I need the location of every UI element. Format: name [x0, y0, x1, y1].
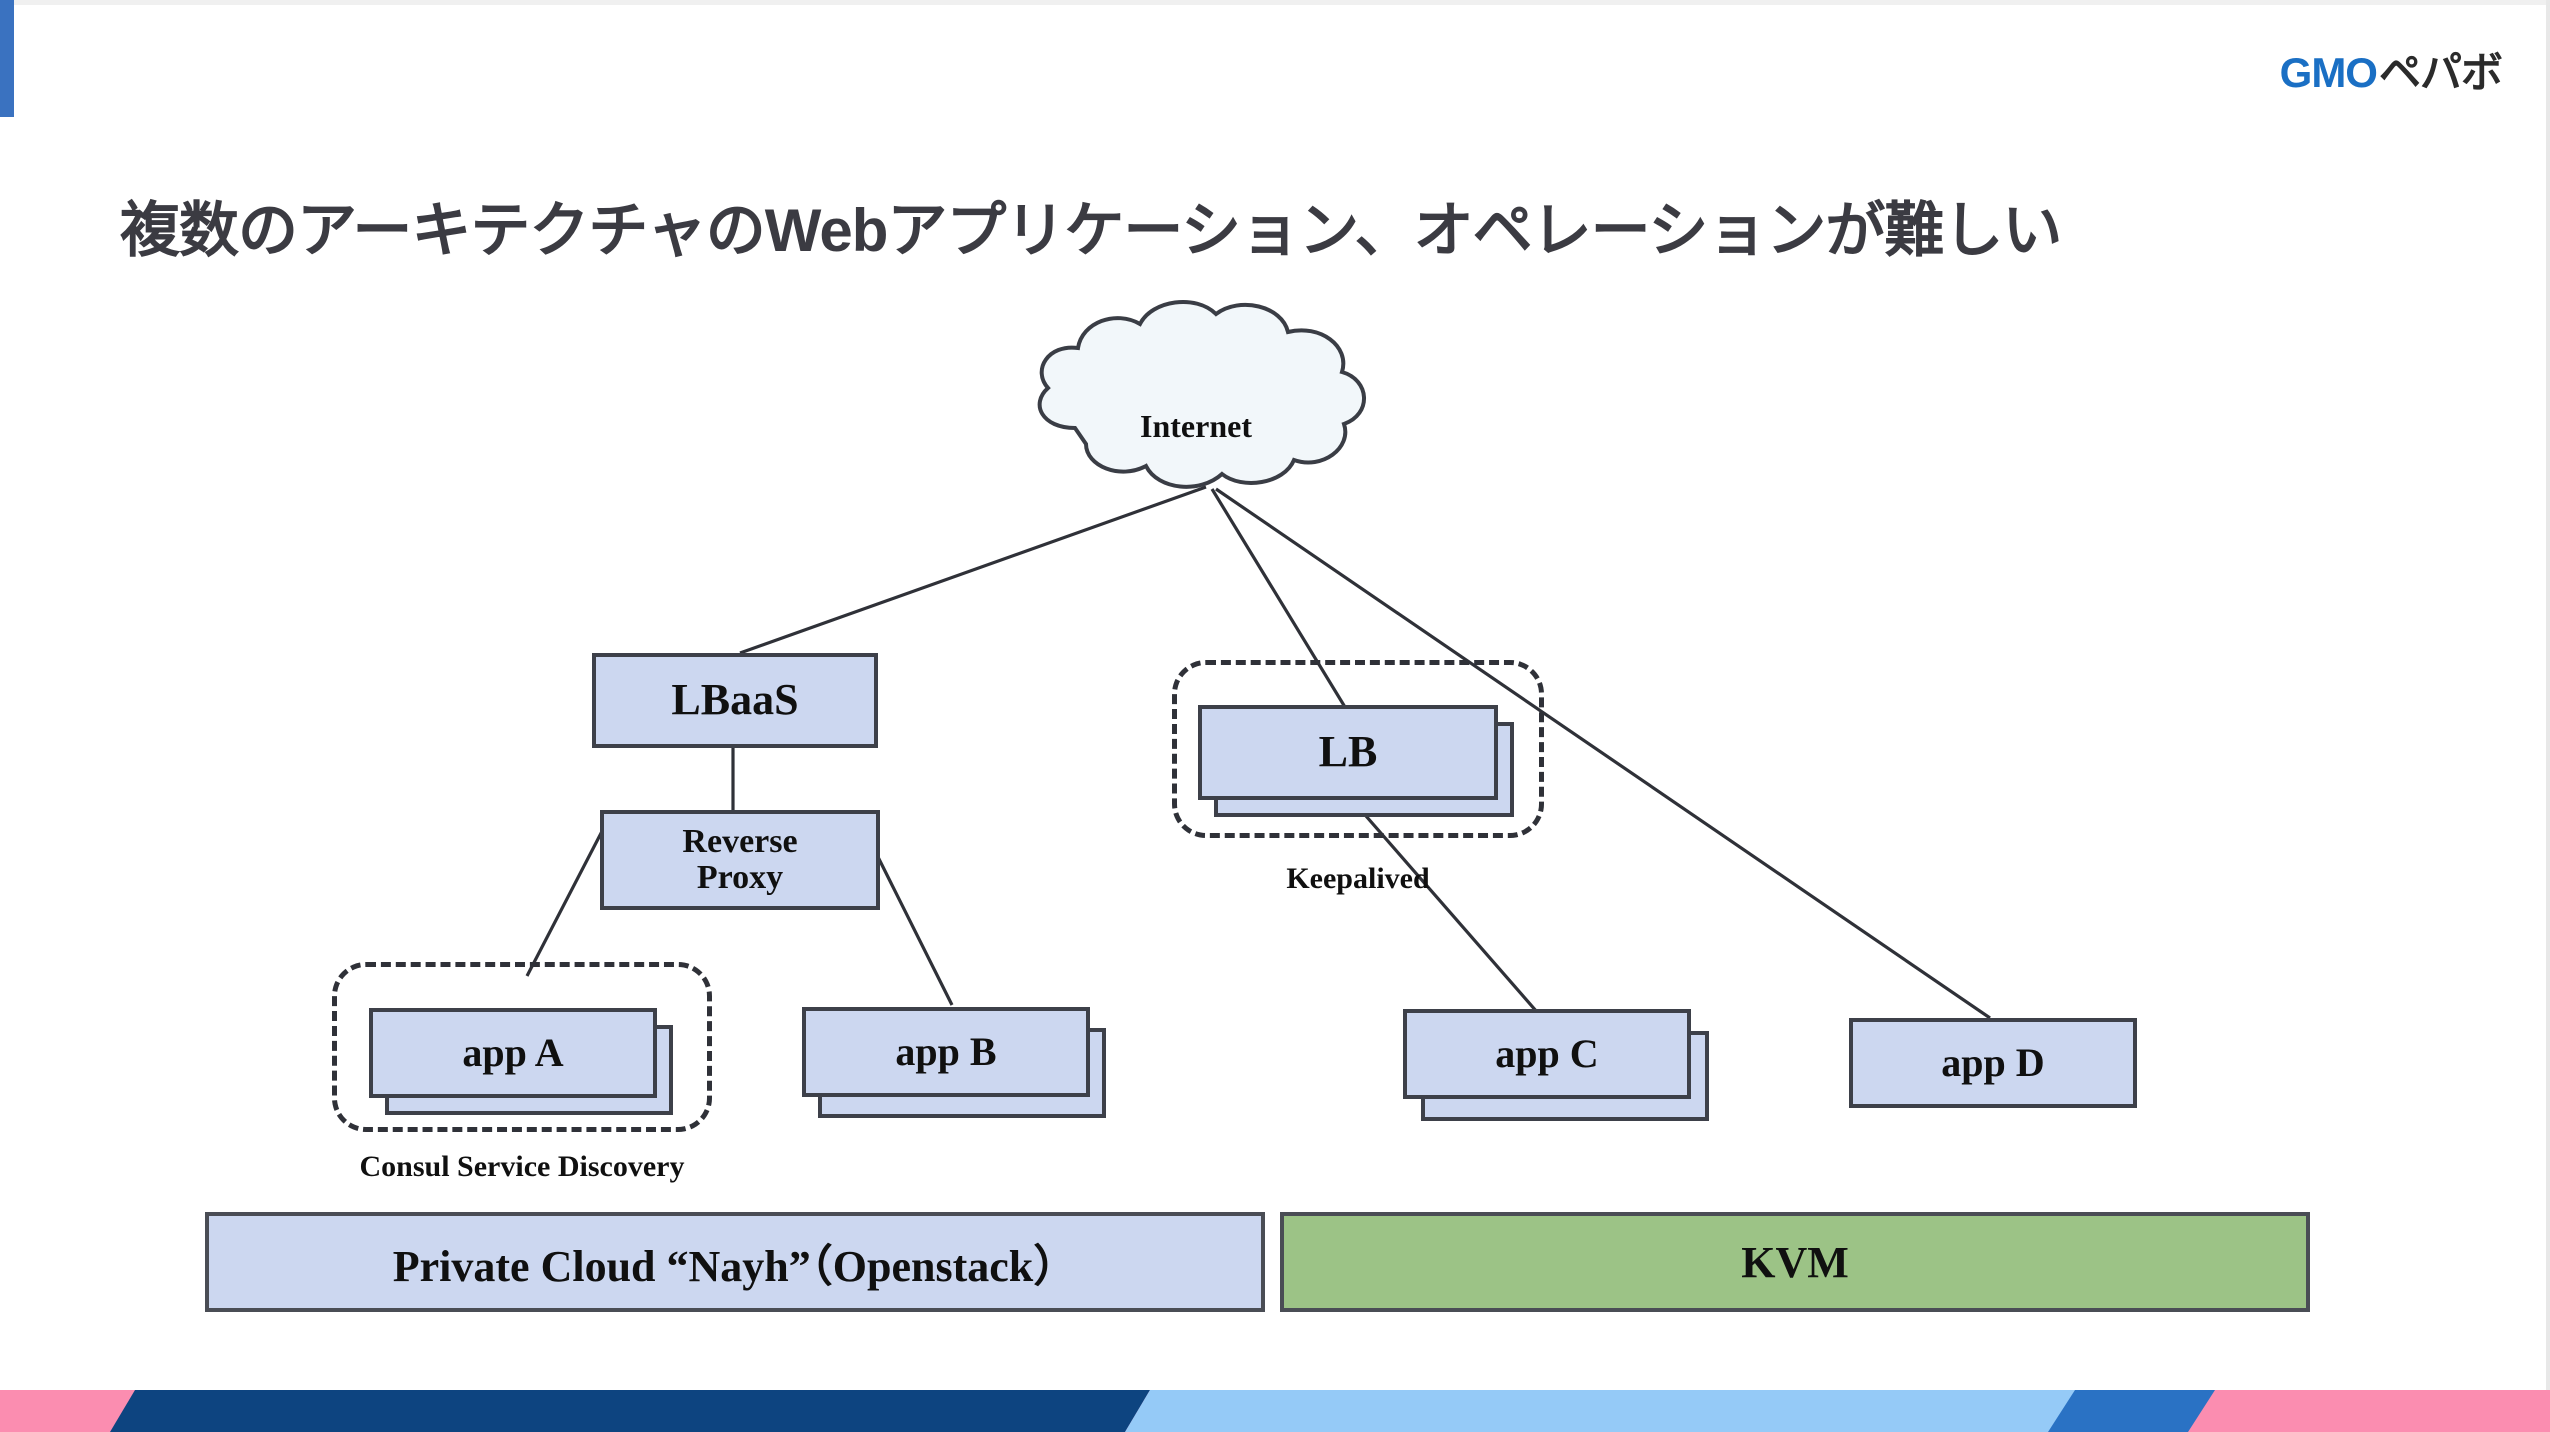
edge-internet-lb — [1210, 488, 1350, 713]
edge-internet-lbaas — [739, 485, 1207, 655]
right-hairline — [2546, 0, 2550, 1432]
page-title: 複数のアーキテクチャのWebアプリケーション、オペレーションが難しい — [120, 197, 2062, 264]
edge-reverseproxy-appb — [864, 832, 954, 1006]
node-lbaas[interactable]: LBaaS — [592, 653, 878, 748]
gmo-pepabo-logo: GMOペパボ — [2279, 49, 2503, 96]
internet-cloud-shape — [1037, 299, 1366, 489]
node-app-c[interactable]: app C — [1403, 1009, 1691, 1099]
logo-pepabo-text: ペパボ — [2378, 49, 2503, 96]
top-hairline — [0, 0, 2550, 5]
node-app-b[interactable]: app B — [802, 1007, 1090, 1097]
node-app-d[interactable]: app D — [1849, 1018, 2137, 1108]
group-label-keepalived: Keepalived — [1286, 862, 1430, 895]
group-label-consul: Consul Service Discovery — [359, 1150, 685, 1183]
platform-private-cloud[interactable]: Private Cloud “Nayh”（Openstack） — [205, 1212, 1265, 1312]
group-keepalived — [1172, 660, 1544, 838]
ribbon-navy-segment — [110, 1390, 1150, 1432]
edge-internet-appd — [1215, 487, 1991, 1020]
group-consul — [332, 962, 712, 1132]
platform-kvm[interactable]: KVM — [1280, 1212, 2310, 1312]
ribbon-midblue-segment — [2048, 1390, 2215, 1432]
bottom-ribbon — [0, 1390, 2550, 1432]
node-label-internet: Internet — [1140, 408, 1252, 444]
node-lb[interactable]: LB — [1198, 705, 1498, 800]
node-reverse-proxy[interactable]: Reverse Proxy — [600, 810, 880, 910]
node-app-a[interactable]: app A — [369, 1008, 657, 1098]
edge-reverseproxy-appa — [525, 811, 614, 977]
ribbon-lightblue-segment — [1125, 1390, 2100, 1432]
logo-gmo-text: GMO — [2279, 49, 2378, 96]
left-accent-bar — [0, 0, 14, 117]
